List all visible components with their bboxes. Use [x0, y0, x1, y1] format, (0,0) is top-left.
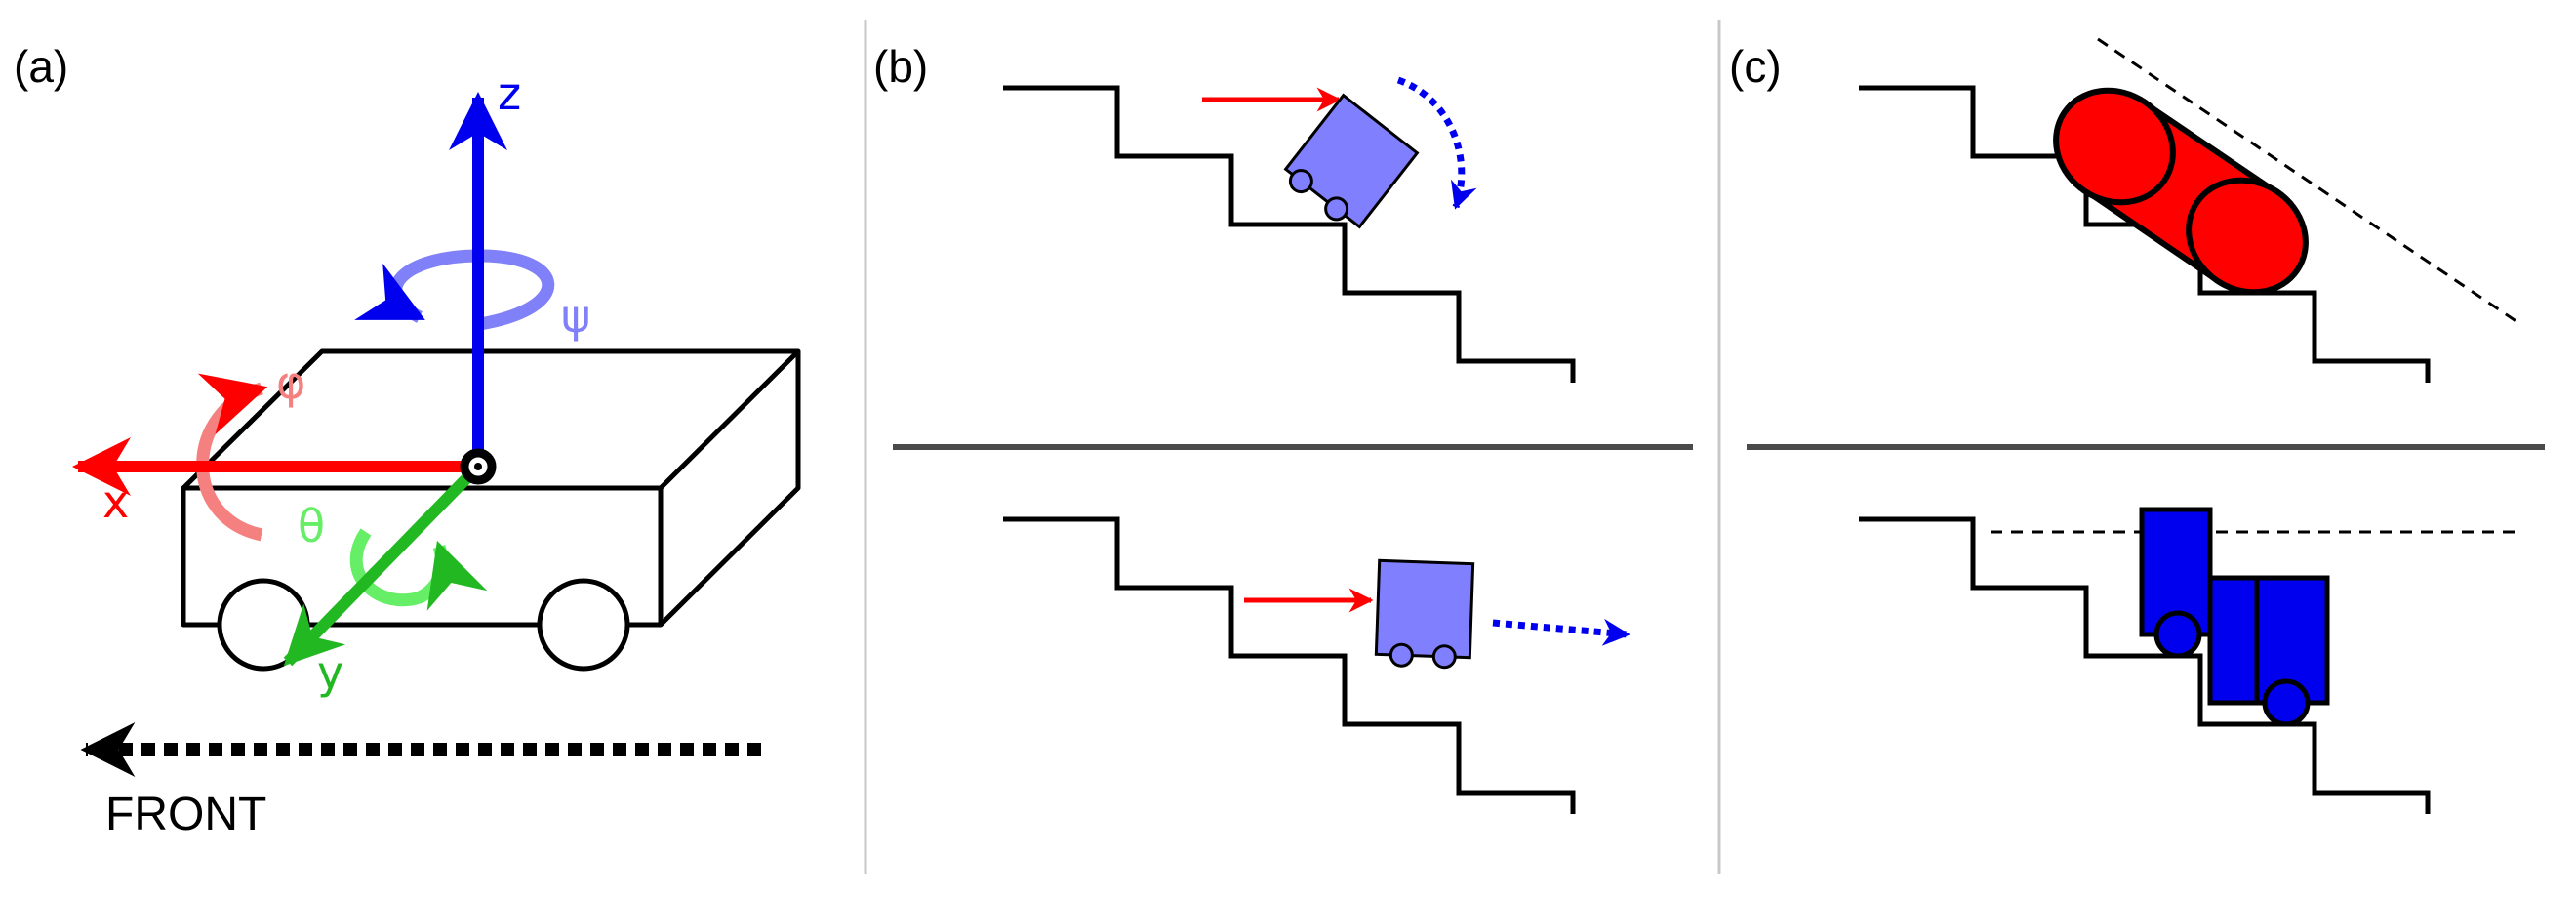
panel-label-c: (c) — [1729, 41, 1782, 92]
panel-label-b: (b) — [873, 41, 928, 92]
front-label: FRONT — [105, 789, 266, 840]
psi-label: ψ — [561, 290, 590, 343]
stairs-c-bottom — [1859, 516, 2431, 814]
theta-rotation-arc-icon — [349, 528, 488, 611]
cylinder-end-cap — [2186, 177, 2309, 296]
robot-tipping — [1283, 93, 1420, 229]
panel-b — [893, 76, 1693, 814]
articulated-robot — [2139, 507, 2330, 727]
theta-label: θ — [298, 500, 325, 552]
y-axis-arrow — [283, 462, 483, 667]
stair-slope-line-top — [2097, 37, 2518, 324]
robot-body-box — [181, 348, 801, 628]
robot-wheel — [1389, 642, 1414, 668]
robot-wheel — [1431, 644, 1457, 670]
robot-wheel — [1324, 196, 1349, 222]
robot-segment-middle — [2207, 575, 2260, 706]
robot-wheel — [2153, 610, 2202, 659]
panel-label-a: (a) — [14, 41, 68, 92]
z-axis-label: z — [498, 67, 521, 120]
y-axis-label: y — [317, 646, 343, 699]
x-axis-label: x — [102, 475, 129, 528]
panel-c — [1747, 37, 2545, 814]
stairs-b-top — [1003, 85, 1576, 383]
robot-stable — [1374, 558, 1475, 670]
tipping-motion-arrow — [1396, 76, 1477, 210]
origin-center — [474, 463, 482, 470]
psi-rotation-arc-icon — [354, 249, 555, 331]
robot-wheel — [2262, 678, 2311, 727]
cylinder-end-cap — [2053, 87, 2176, 206]
panel-a-robot-frame: z ψ x φ θ y FRONT — [72, 67, 801, 840]
robot-wheel-rear — [537, 578, 630, 672]
stairs-b-bottom — [1003, 516, 1576, 814]
robot-wheel — [1288, 169, 1313, 194]
forward-motion-arrow — [1492, 618, 1630, 646]
cylinder-body — [2053, 87, 2309, 296]
phi-label: φ — [276, 356, 305, 409]
